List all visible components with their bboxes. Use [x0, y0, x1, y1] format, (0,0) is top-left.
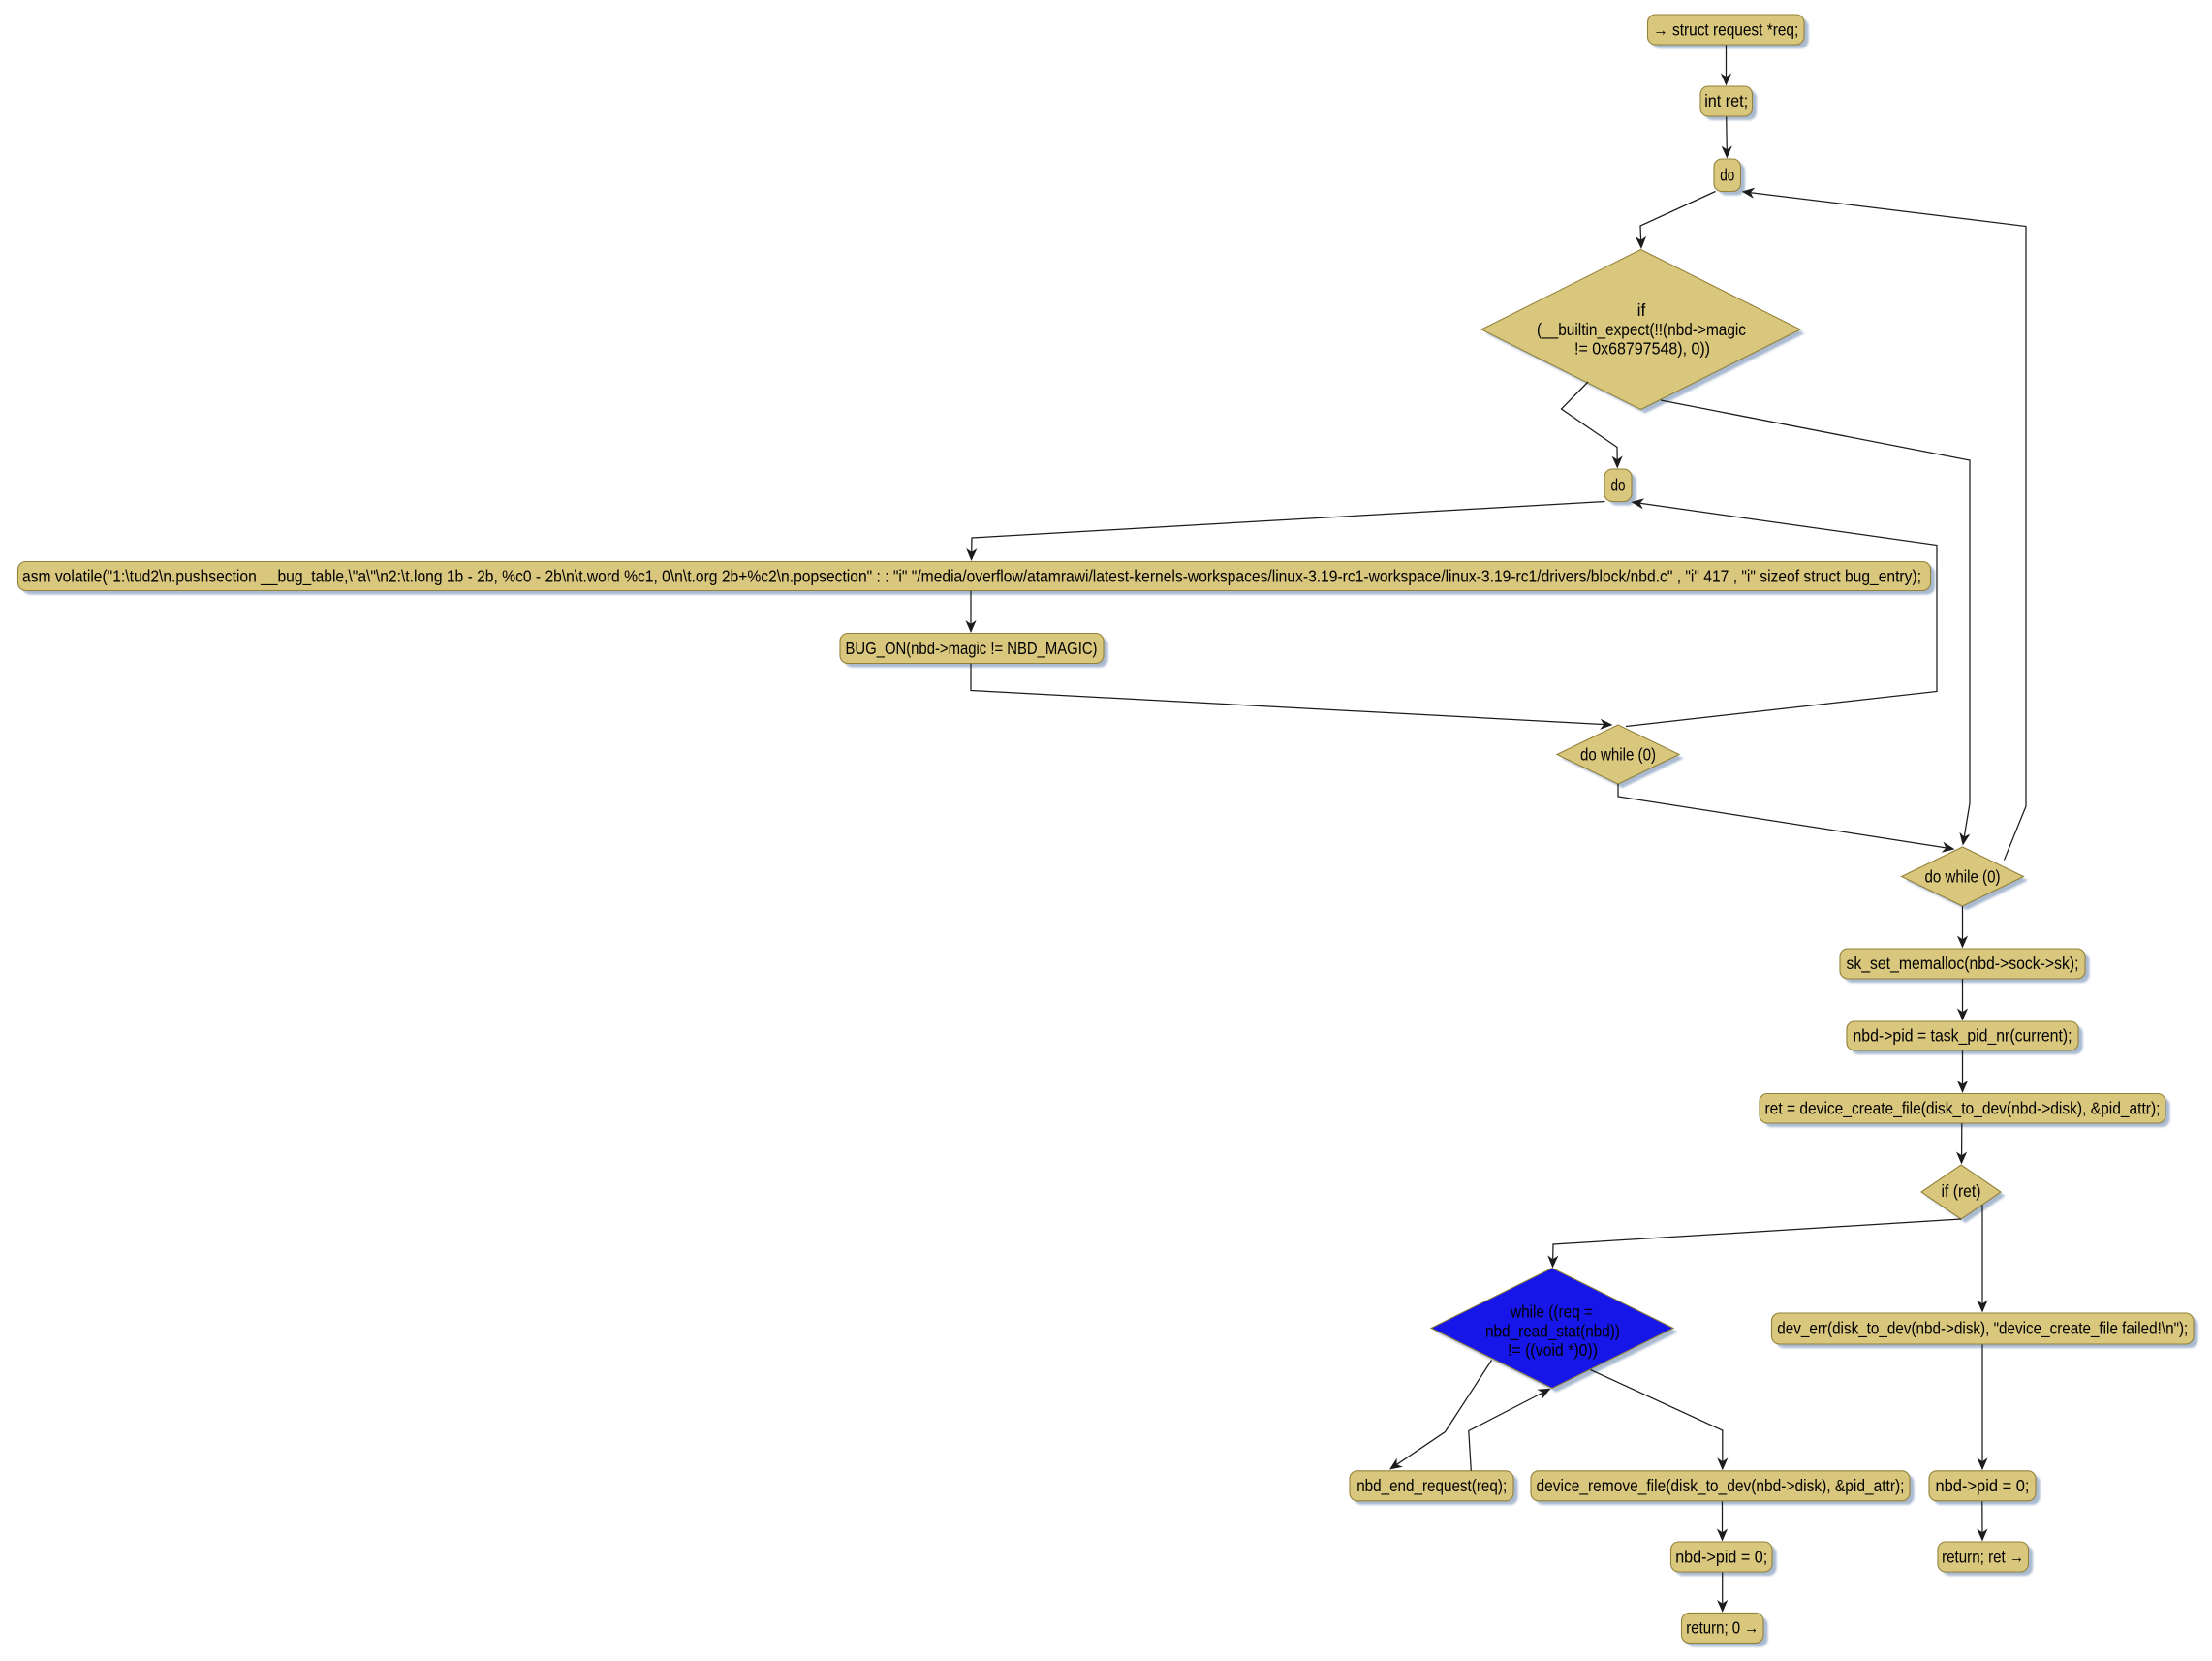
svg-text:return; 0 →: return; 0 → — [1686, 1618, 1759, 1638]
svg-text:→ struct request *req;: → struct request *req; — [1653, 20, 1798, 40]
svg-text:do while (0): do while (0) — [1580, 745, 1656, 765]
svg-text:device_remove_file(disk_to_dev: device_remove_file(disk_to_dev(nbd->disk… — [1537, 1476, 1905, 1496]
svg-text:nbd_read_stat(nbd)): nbd_read_stat(nbd)) — [1485, 1321, 1620, 1341]
svg-text:if: if — [1637, 300, 1646, 320]
svg-text:int ret;: int ret; — [1704, 91, 1748, 110]
svg-text:asm volatile("1:\tud2\n.pushse: asm volatile("1:\tud2\n.pushsection __bu… — [22, 566, 1921, 586]
svg-text:nbd->pid = 0;: nbd->pid = 0; — [1936, 1476, 2030, 1495]
svg-text:(__builtin_expect(!!(nbd->magi: (__builtin_expect(!!(nbd->magic — [1537, 320, 1746, 340]
svg-text:dev_err(disk_to_dev(nbd->disk): dev_err(disk_to_dev(nbd->disk), "device_… — [1777, 1319, 2188, 1339]
svg-text:nbd->pid = task_pid_nr(current: nbd->pid = task_pid_nr(current); — [1854, 1026, 2072, 1047]
svg-text:do while (0): do while (0) — [1925, 867, 2001, 887]
svg-text:BUG_ON(nbd->magic != NBD_MAGIC: BUG_ON(nbd->magic != NBD_MAGIC) — [846, 639, 1098, 659]
svg-text:if (ret): if (ret) — [1942, 1181, 1981, 1201]
svg-text:nbd_end_request(req);: nbd_end_request(req); — [1356, 1476, 1507, 1496]
svg-text:nbd->pid = 0;: nbd->pid = 0; — [1675, 1548, 1767, 1567]
svg-text:!= ((void *)0)): != ((void *)0)) — [1508, 1340, 1598, 1360]
svg-text:while ((req =: while ((req = — [1510, 1301, 1593, 1321]
svg-text:do: do — [1720, 166, 1734, 185]
svg-text:return; ret →: return; ret → — [1942, 1548, 2024, 1567]
svg-text:do: do — [1611, 476, 1626, 495]
svg-text:sk_set_memalloc(nbd->sock->sk): sk_set_memalloc(nbd->sock->sk); — [1847, 954, 2079, 974]
svg-text:ret = device_create_file(disk_: ret = device_create_file(disk_to_dev(nbd… — [1765, 1099, 2161, 1119]
svg-text:!= 0x68797548), 0)): != 0x68797548), 0)) — [1574, 339, 1710, 359]
